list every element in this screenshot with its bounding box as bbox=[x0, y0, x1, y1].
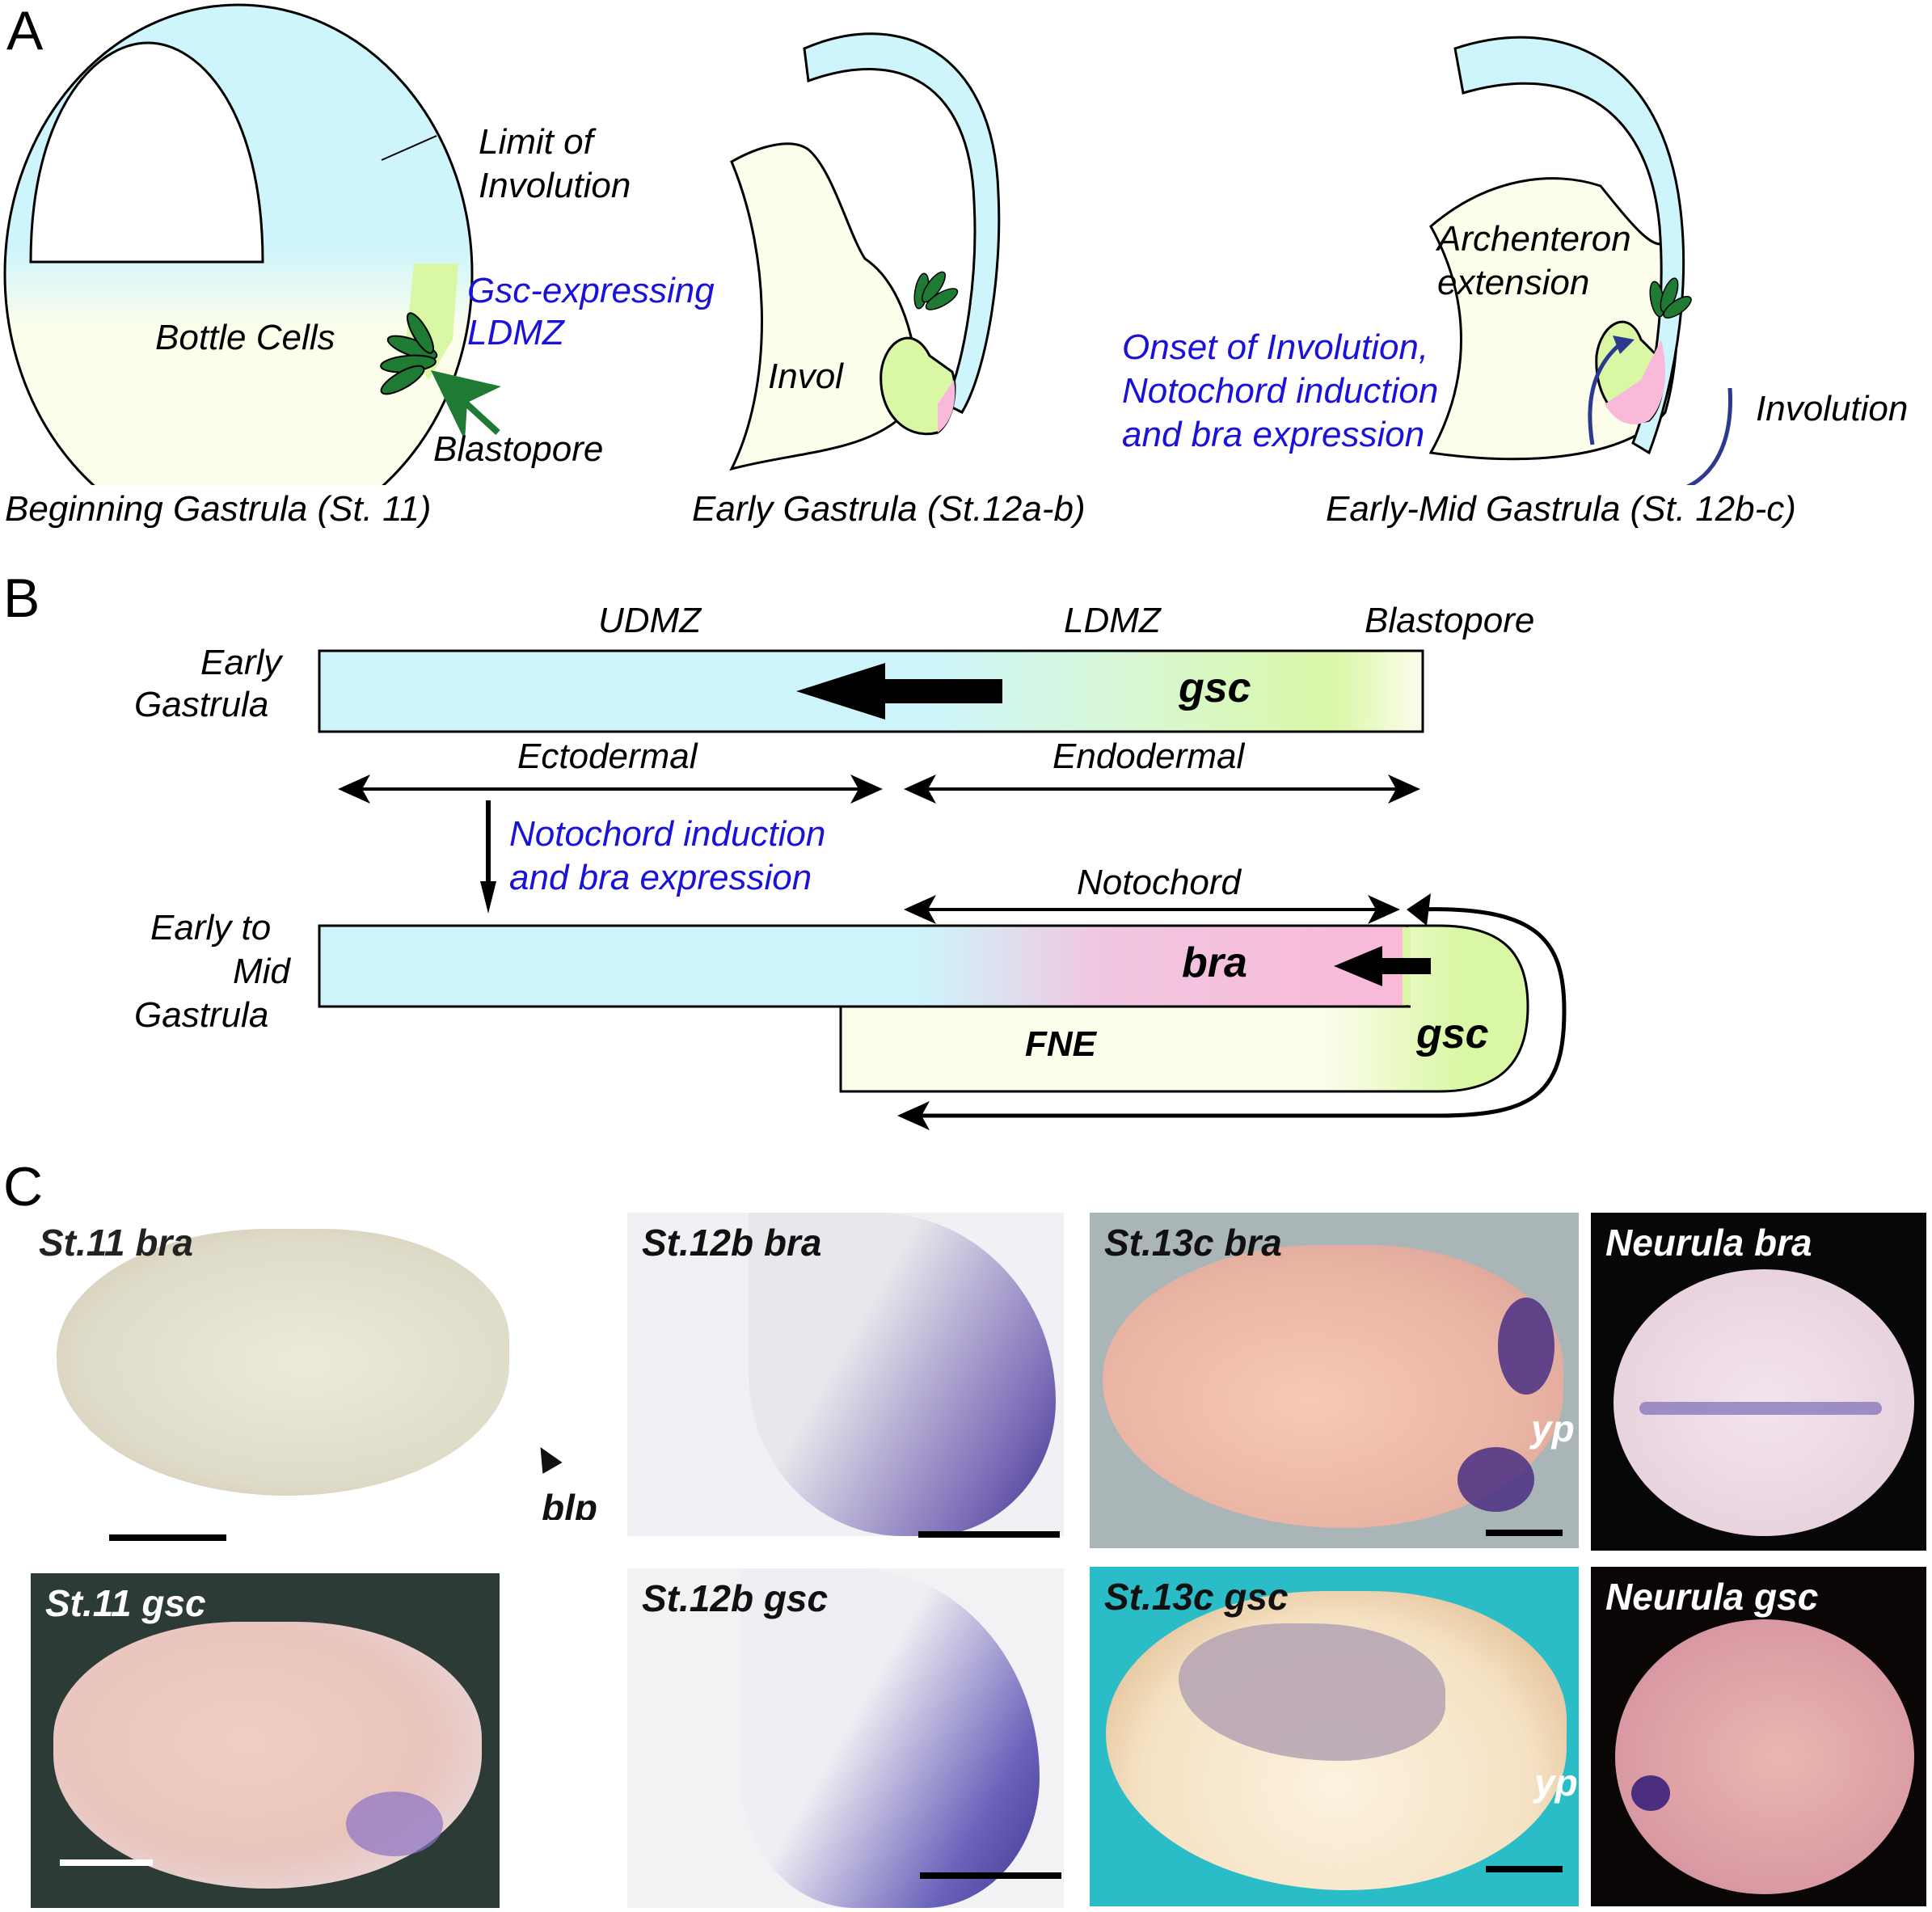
stage2-caption: Early Gastrula (St.12a-b) bbox=[692, 489, 1086, 529]
early-gastrula-label-1: Early bbox=[200, 643, 282, 682]
notochord-label: Notochord bbox=[1077, 863, 1242, 902]
induction-label-1: Notochord induction bbox=[509, 814, 826, 854]
fne-label: FNE bbox=[1025, 1024, 1096, 1064]
limit-label-1: Limit of bbox=[479, 122, 593, 162]
stage3-caption: Early-Mid Gastrula (St. 12b-c) bbox=[1326, 489, 1796, 529]
photo-title: Neurula gsc bbox=[1605, 1576, 1819, 1618]
photo-title: St.11 bra bbox=[39, 1222, 193, 1264]
blastocoel bbox=[29, 41, 264, 264]
photo-st12b-gsc: St.12b gsc bbox=[627, 1568, 1064, 1908]
involution-label: Involution bbox=[1756, 389, 1909, 428]
mid-gastrula-bar-outline bbox=[318, 924, 1411, 1008]
scale-bar bbox=[1486, 1866, 1563, 1872]
mid-gastrula-bar bbox=[319, 926, 1407, 1007]
yp-label: yp bbox=[1534, 1762, 1578, 1804]
fne-bar bbox=[839, 924, 1529, 1093]
ectodermal-label: Ectodermal bbox=[517, 737, 698, 776]
endoderm-region bbox=[729, 142, 915, 471]
induction-down-arrow-icon bbox=[480, 800, 496, 914]
bra-migration-arrow-icon bbox=[1334, 946, 1431, 986]
bra-stain bbox=[1457, 1447, 1534, 1512]
gsc-label-b2: gsc bbox=[1416, 1011, 1489, 1057]
endodermal-label: Endodermal bbox=[1052, 737, 1245, 776]
photo-st12b-bra: St.12b bra bbox=[627, 1213, 1064, 1536]
onset-label-3: and bra expression bbox=[1122, 415, 1425, 454]
stage1-embryo-diagram bbox=[3, 3, 501, 485]
embryo-section bbox=[57, 1229, 509, 1496]
limit-pointer-line bbox=[381, 135, 437, 161]
bra-region bbox=[938, 380, 955, 433]
bottle-cells-label: Bottle Cells bbox=[155, 318, 335, 357]
photo-st11-bra: St.11 bra blp bbox=[24, 1213, 614, 1520]
blastopore-arrow-icon bbox=[431, 370, 501, 441]
archenteron-arrow-icon bbox=[1588, 342, 1622, 445]
yp-label: yp bbox=[1531, 1408, 1575, 1450]
blp-label: blp bbox=[542, 1487, 597, 1520]
bottle-cells-icon bbox=[380, 312, 438, 395]
gsc-ldmz-label-1: Gsc-expressing bbox=[467, 271, 715, 310]
involution-arrow-icon bbox=[1685, 387, 1732, 485]
photo-st11-gsc: St.11 gsc blp bbox=[31, 1573, 500, 1908]
scale-bar bbox=[920, 1872, 1061, 1879]
mid-gastrula-label-1: Early to bbox=[150, 908, 272, 948]
loop-arrowhead-bottom-icon bbox=[897, 1101, 930, 1130]
onset-label-1: Onset of Involution, bbox=[1122, 327, 1429, 367]
mid-gastrula-label-3: Gastrula bbox=[134, 995, 269, 1035]
early-gastrula-label-2: Gastrula bbox=[134, 685, 269, 724]
panel-b-letter: B bbox=[3, 568, 40, 629]
mid-gastrula-label-2: Mid bbox=[233, 952, 290, 991]
scale-bar bbox=[918, 1531, 1060, 1538]
photo-neurula-bra: Neurula bra bbox=[1591, 1213, 1926, 1551]
bottle-cells-icon bbox=[913, 271, 959, 310]
scale-bar bbox=[109, 1534, 226, 1541]
gsc-ldmz-label-2: LDMZ bbox=[467, 313, 564, 352]
embryo bbox=[1615, 1619, 1914, 1894]
stage3-embryo-diagram bbox=[1428, 36, 1732, 485]
bra-region bbox=[1605, 340, 1665, 424]
bottle-cells-icon bbox=[1649, 277, 1692, 319]
photo-neurula-gsc: Neurula gsc bbox=[1591, 1567, 1926, 1906]
stage2-embryo-diagram bbox=[729, 32, 1001, 471]
panel-a-letter: A bbox=[6, 0, 44, 61]
panel-b-diagram bbox=[318, 649, 1567, 1130]
invol-label: Invol bbox=[768, 357, 843, 396]
limit-label-2: Involution bbox=[479, 166, 631, 205]
endodermal-range-arrow-icon bbox=[904, 775, 1420, 804]
photo-title: Neurula bra bbox=[1605, 1222, 1812, 1264]
arrow-icon bbox=[530, 1441, 563, 1474]
gsc-stain bbox=[1631, 1775, 1670, 1811]
photo-title: St.13c bra bbox=[1104, 1222, 1282, 1264]
udmz-label: UDMZ bbox=[598, 601, 702, 640]
bra-label: bra bbox=[1182, 939, 1247, 986]
panel-c-letter: C bbox=[3, 1156, 44, 1218]
loop-arrowhead-top-icon bbox=[1407, 893, 1431, 926]
ldmz-label: LDMZ bbox=[1064, 601, 1161, 640]
gsc-migration-arrow-icon bbox=[796, 663, 1002, 720]
blastopore-label: Blastopore bbox=[433, 429, 604, 469]
scale-bar bbox=[1486, 1530, 1563, 1536]
gsc-label-b1: gsc bbox=[1179, 665, 1251, 711]
gsc-stain bbox=[346, 1792, 443, 1856]
photo-title: St.11 gsc bbox=[45, 1582, 206, 1624]
archenteron-label-1: Archenteron bbox=[1437, 219, 1631, 259]
bra-stain bbox=[1498, 1298, 1554, 1395]
photo-st13c-gsc: St.13c gsc yp bbox=[1090, 1567, 1579, 1906]
scale-bar bbox=[60, 1859, 153, 1866]
photo-title: St.13c gsc bbox=[1104, 1576, 1289, 1618]
photo-st13c-bra: St.13c bra yp bbox=[1090, 1213, 1579, 1548]
ectoderm-layer bbox=[803, 32, 1001, 414]
ectodermal-range-arrow-icon bbox=[338, 775, 883, 804]
blastopore-label-b: Blastopore bbox=[1365, 601, 1535, 640]
ectoderm-layer bbox=[1453, 36, 1685, 455]
induction-label-2: and bra expression bbox=[509, 858, 812, 897]
onset-label-2: Notochord induction bbox=[1122, 371, 1439, 411]
stage1-caption: Beginning Gastrula (St. 11) bbox=[5, 489, 432, 529]
photo-title: St.12b bra bbox=[642, 1222, 822, 1264]
notochord-stain bbox=[1639, 1402, 1882, 1415]
notochord-range-arrow-icon bbox=[904, 895, 1400, 924]
photo-title: St.12b gsc bbox=[642, 1577, 829, 1619]
loop-arrow-icon bbox=[909, 907, 1567, 1118]
archenteron-arrowhead-icon bbox=[1613, 336, 1635, 354]
archenteron-label-2: extension bbox=[1437, 263, 1590, 302]
